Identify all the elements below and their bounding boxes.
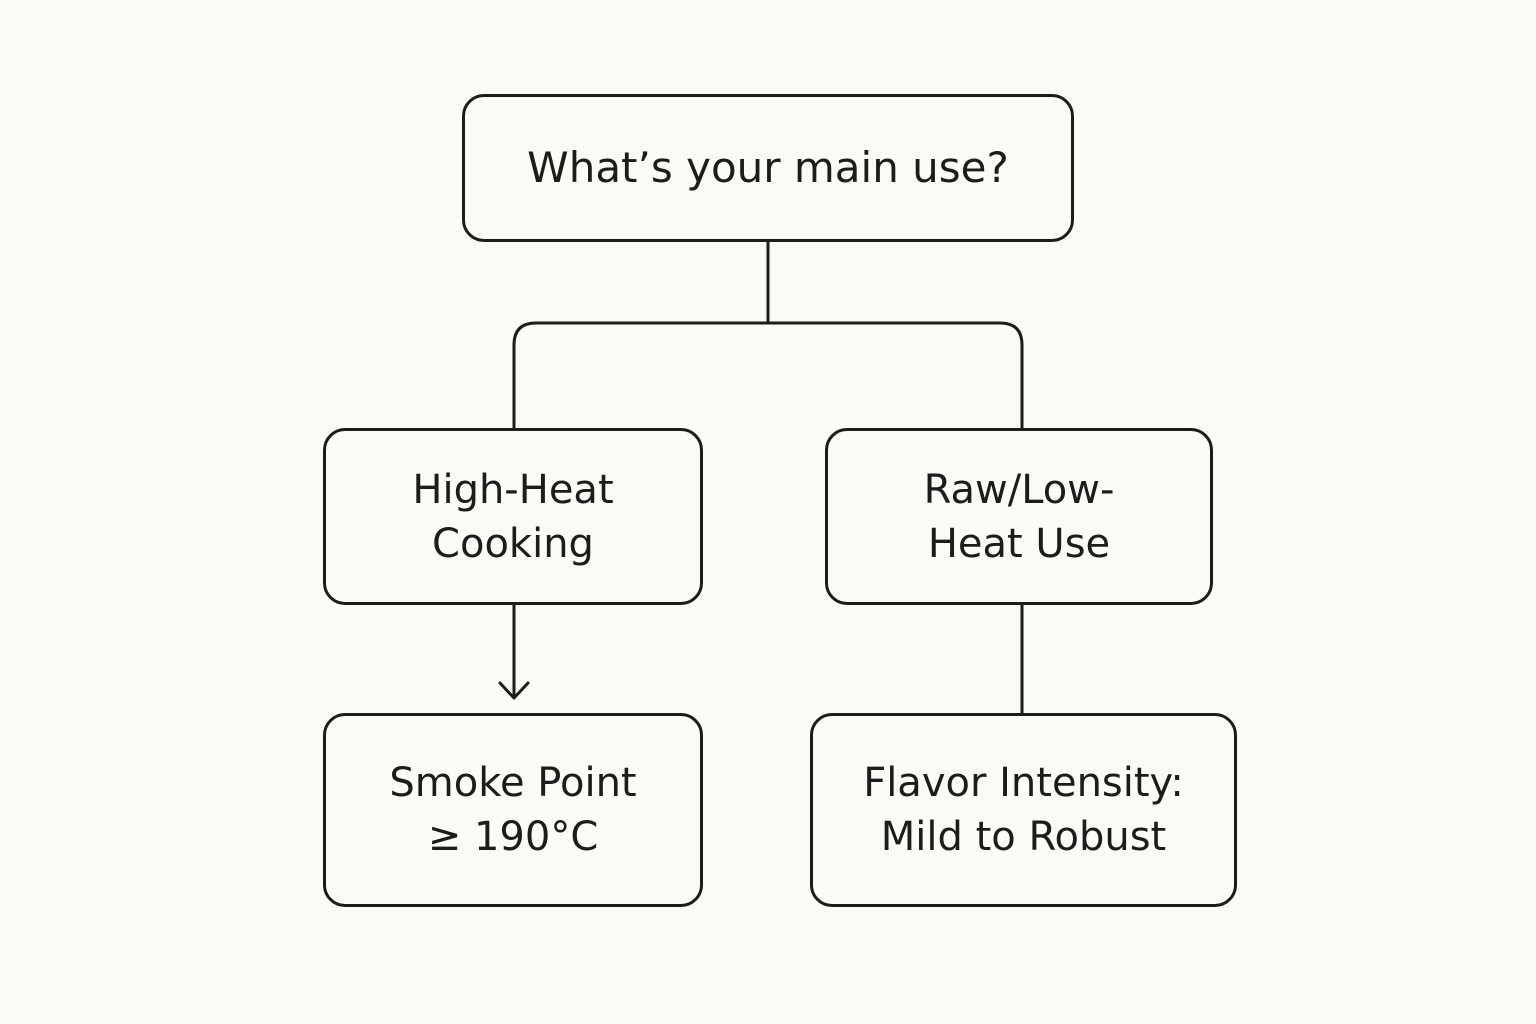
flavor-intensity-node: Flavor Intensity: Mild to Robust <box>810 713 1237 907</box>
root-question-node: What’s your main use? <box>462 94 1074 242</box>
raw-low-label-line-2: Heat Use <box>927 520 1111 567</box>
high-heat-label-line-1: High-Heat <box>412 466 614 513</box>
high-heat-cooking-node: High-Heat Cooking <box>323 428 703 605</box>
smoke-point-label-line-2: ≥ 190°C <box>427 814 599 860</box>
arrowhead-icon <box>498 681 530 700</box>
raw-low-heat-use-node: Raw/Low- Heat Use <box>825 428 1213 605</box>
root-to-branch-connector <box>512 242 1024 428</box>
smoke-point-node: Smoke Point ≥ 190°C <box>323 713 703 907</box>
high-heat-label-line-2: Cooking <box>432 520 594 567</box>
flavor-intensity-label-line-2: Mild to Robust <box>880 814 1167 860</box>
flavor-intensity-label-line-1: Flavor Intensity: <box>863 760 1184 806</box>
smoke-point-label-line-1: Smoke Point <box>389 760 637 806</box>
raw-low-label-line-1: Raw/Low- <box>923 466 1115 513</box>
root-question-label: What’s your main use? <box>527 143 1009 192</box>
